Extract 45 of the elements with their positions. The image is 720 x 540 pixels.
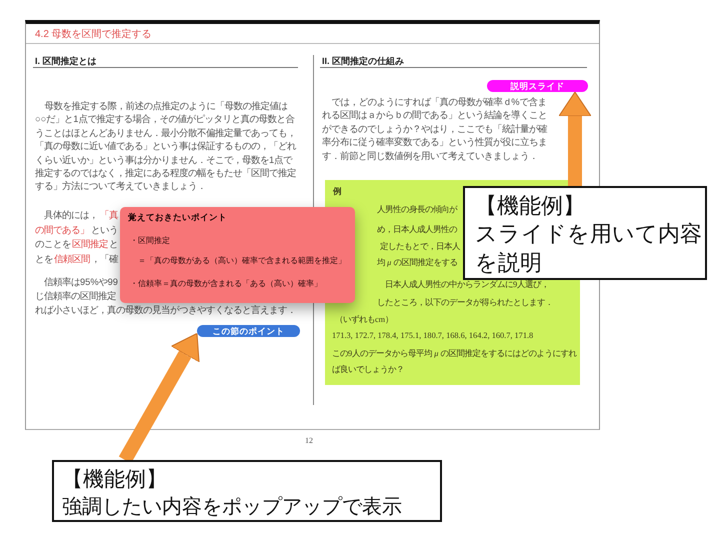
bullet-item: ・区間推定 (130, 235, 170, 246)
text-fragment: ，「確 (91, 253, 118, 266)
point-button (197, 325, 300, 337)
text-fragment: のことを (35, 238, 71, 251)
bullet-item: ・信頼率＝真の母数が含まれる「ある（高い）確率」 (130, 278, 322, 289)
question-text: この9人のデータから母平均 μ の区間推定をするにはどのようにすれば良いでしょうか？ (332, 348, 577, 376)
callout-heading: 【機能例】 (62, 467, 167, 493)
example-text: 定したもとで，日本人 (380, 241, 460, 252)
example-text: 人男性の身長の傾向が (377, 204, 457, 215)
page-number: 12 (305, 435, 313, 447)
section-heading: I. 区間推定とは (35, 55, 97, 68)
text-fragment: とを (35, 253, 53, 266)
section-title: 4.2 母数を区間で推定する (35, 28, 152, 41)
slide-button (487, 80, 588, 92)
highlighted-text: 「真 (100, 209, 118, 222)
callout-text: スライドを用いて内容を説明 (475, 220, 703, 277)
paragraph: 母数を推定する際，前述の点推定のように「母数の推定値は○○だ」と1点で推定する場合，その値がピッタリと真の母数と合うことはほとんどありません．最小分散不偏推定量であっても，「真の母数に近い値である」という事は保証するものの，「どれくらい近いか」という事は分かりません．そこで，母数を1点で推定するのではなく，推定にある程度の幅をもたせ「区間で推定する」方法について考えていきましょう． (35, 100, 297, 194)
section-heading: II. 区間推定の仕組み (322, 55, 404, 68)
example-text: （いずれもcm） (335, 314, 394, 325)
button-label: 説明スライド (509, 80, 566, 92)
example-heading: 例 (333, 186, 342, 198)
example-text: 均 μ の区間推定をする (377, 257, 458, 268)
callout-box (463, 186, 707, 280)
definition-text: ＝「真の母数がある（高い）確率で含まれる範囲を推定」 (138, 255, 346, 266)
highlighted-text: の間である」 (35, 224, 89, 237)
text-fragment: という (91, 224, 118, 237)
callout-heading: 【機能例】 (475, 192, 585, 220)
arrow (558, 92, 592, 186)
paragraph: では，どのようにすれば「真の母数が確率ｄ%で含まれる区間はａからｂの間である」という結論を導くことができるのでしょうか？やはり，ここでも「統計量が確率分布に従う確率変数である」という性質が役に立ちます．前節と同じ数値例を用いて考えていきましょう． (322, 96, 548, 163)
example-text: め，日本人成人男性の (377, 224, 457, 235)
highlighted-text: 区間推定 (72, 238, 108, 251)
text-fragment: と (109, 238, 118, 251)
highlighted-text: 信頼区間 (54, 253, 90, 266)
popup-box (120, 207, 355, 303)
text-fragment: 具体的には， (44, 209, 98, 222)
text-fragment: れば小さいほど，真の母数の見当がつきやすくなると言えます． (35, 304, 296, 317)
data-values: 171.3, 172.7, 178.4, 175.1, 180.7, 168.6, 164.2, 160.7, 171.8 (332, 331, 534, 340)
text-fragment: 信頼率は95%や99 (44, 276, 118, 289)
callout-box (52, 460, 442, 522)
example-text: したところ，以下のデータが得られたとします． (377, 297, 553, 308)
callout-text: 強調したい内容をポップアップで表示 (62, 495, 402, 520)
text-fragment: じ信頼率の区間推定 (35, 290, 116, 303)
button-label: この節のポイント (212, 325, 286, 337)
example-text: 日本人成人男性の中からランダムに9人選び， (385, 279, 550, 290)
popup-heading: 覚えておきたいポイント (128, 212, 227, 224)
